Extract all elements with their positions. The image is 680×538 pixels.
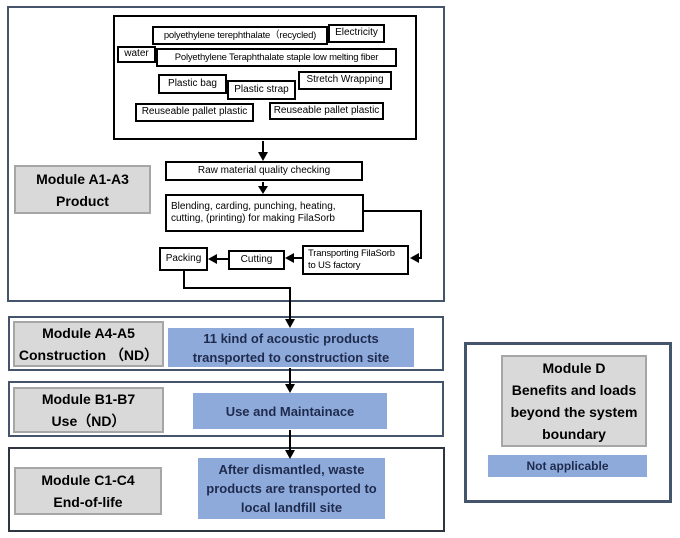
input-pet-staple-fiber: Polyethylene Teraphthalate staple low me… xyxy=(156,48,397,67)
step-transporting: Transporting FilaSorb to US factory xyxy=(302,245,409,275)
module-b1b7-label-line2: Use（ND） xyxy=(51,413,126,429)
module-a4a5-label-line1: Module A4-A5 xyxy=(42,325,135,341)
module-b1b7-content: Use and Maintainace xyxy=(193,393,387,429)
input-plastic-bag: Plastic bag xyxy=(158,74,227,94)
input-reuseable-pallet-right: Reuseable pallet plastic xyxy=(269,102,384,120)
module-d-content-line1: Not applicable xyxy=(526,459,609,473)
step-transporting-line1: Transporting FilaSorb xyxy=(308,248,395,260)
module-a4a5-content-line2: transported to construction site xyxy=(192,349,390,365)
module-d-container xyxy=(464,342,672,503)
module-c1c4-label: Module C1-C4 End-of-life xyxy=(14,467,162,515)
module-a1a3-label: Module A1-A3 Product xyxy=(14,165,151,214)
step-blending: Blending, carding, punching, heating, cu… xyxy=(165,194,364,232)
module-d-label-line4: boundary xyxy=(542,426,606,442)
module-b1b7-content-line1: Use and Maintainace xyxy=(225,403,355,419)
module-b1b7-label: Module B1-B7 Use（ND） xyxy=(13,387,164,433)
module-a1a3-label-line2: Product xyxy=(56,192,109,209)
module-c1c4-content-line2: products are transported to xyxy=(206,481,377,496)
module-a4a5-label: Module A4-A5 Construction （ND） xyxy=(13,321,164,367)
input-stretch-wrapping: Stretch Wrapping xyxy=(298,71,392,90)
module-a1a3-label-line1: Module A1-A3 xyxy=(36,170,129,187)
module-c1c4-content-line1: After dismantled, waste xyxy=(218,462,365,477)
module-a4a5-content: 11 kind of acoustic products transported… xyxy=(168,328,414,367)
step-packing: Packing xyxy=(159,247,208,271)
step-cutting: Cutting xyxy=(228,250,285,270)
module-c1c4-label-line1: Module C1-C4 xyxy=(41,472,135,488)
module-d-content: Not applicable xyxy=(488,455,647,477)
module-c1c4-content-line3: local landfill site xyxy=(240,500,343,515)
module-b1b7-label-line1: Module B1-B7 xyxy=(41,391,136,407)
module-c1c4-label-line2: End-of-life xyxy=(53,494,123,510)
module-d-label-line1: Module D xyxy=(542,360,606,376)
module-c1c4-content: After dismantled, waste products are tra… xyxy=(198,458,385,519)
module-a4a5-content-line1: 11 kind of acoustic products xyxy=(203,330,379,346)
module-d-label-line2: Benefits and loads xyxy=(511,382,637,398)
module-d-label: Module D Benefits and loads beyond the s… xyxy=(501,355,647,447)
input-reuseable-pallet-left: Reuseable pallet plastic xyxy=(135,103,254,122)
input-pet-recycled: polyethylene terephthalate（recycled) xyxy=(152,26,328,45)
step-raw-material-check: Raw material quality checking xyxy=(165,161,363,181)
module-c1c4-container xyxy=(8,447,445,532)
step-blending-line1: Blending, carding, punching, heating, xyxy=(171,200,336,212)
module-d-label-line3: beyond the system xyxy=(510,404,638,420)
step-transporting-line2: to US factory xyxy=(308,260,361,271)
input-plastic-strap: Plastic strap xyxy=(227,80,296,100)
input-electricity: Electricity xyxy=(328,24,385,43)
module-a4a5-label-line2: Construction （ND） xyxy=(18,347,159,363)
step-blending-line2: cutting, (printing) for making FilaSorb xyxy=(171,213,335,224)
input-water: water xyxy=(117,46,156,63)
module-b1b7-container xyxy=(8,381,444,437)
